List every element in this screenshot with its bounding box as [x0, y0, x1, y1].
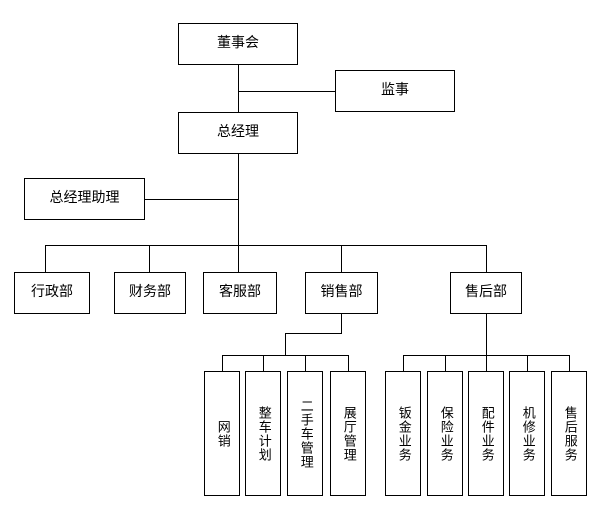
node-gm-assistant[interactable]: 总经理助理 [24, 178, 145, 220]
connector-gm-stem [238, 154, 239, 245]
connector-drop-insurance [445, 355, 446, 371]
node-showroom-management[interactable]: 展厅管理 [330, 371, 366, 496]
node-customer-service-department[interactable]: 客服部 [203, 272, 277, 314]
connector-aftersales-stem [486, 314, 487, 355]
connector-drop-bodywork [403, 355, 404, 371]
node-gm-assistant-label: 总经理助理 [49, 190, 120, 207]
connector-departments-bus [45, 245, 487, 246]
node-supervisor[interactable]: 监事 [335, 70, 455, 112]
connector-gm-to-assistant [145, 199, 238, 200]
node-mechanical-business-label: 机修业务 [519, 405, 535, 462]
node-insurance-business-label: 保险业务 [437, 405, 453, 462]
node-bodywork-business[interactable]: 钣金业务 [385, 371, 421, 496]
node-insurance-business[interactable]: 保险业务 [427, 371, 463, 496]
node-finance-department[interactable]: 财务部 [114, 272, 186, 314]
connector-drop-online-sales [222, 355, 223, 371]
node-used-car-management[interactable]: 二手车管理 [287, 371, 323, 496]
node-supervisor-label: 监事 [381, 82, 409, 99]
connector-sales-bus [222, 355, 348, 356]
node-used-car-management-label: 二手车管理 [297, 398, 313, 469]
connector-sales-stem-upper [341, 314, 342, 333]
connector-drop-admin [45, 245, 46, 272]
node-after-service-label: 售后服务 [561, 405, 577, 462]
node-vehicle-plan[interactable]: 整车计划 [245, 371, 281, 496]
node-finance-department-label: 财务部 [129, 284, 171, 301]
node-bodywork-business-label: 钣金业务 [395, 405, 411, 462]
node-vehicle-plan-label: 整车计划 [255, 405, 271, 462]
connector-board-stem [238, 65, 239, 112]
node-general-manager-label: 总经理 [217, 124, 259, 141]
connector-drop-parts [486, 355, 487, 371]
connector-drop-sales [341, 245, 342, 272]
node-aftersales-department-label: 售后部 [465, 284, 507, 301]
connector-drop-mechanical [527, 355, 528, 371]
node-board-label: 董事会 [217, 35, 259, 52]
node-showroom-management-label: 展厅管理 [340, 405, 356, 462]
connector-drop-used-car [305, 355, 306, 371]
node-mechanical-business[interactable]: 机修业务 [509, 371, 545, 496]
node-customer-service-department-label: 客服部 [219, 284, 261, 301]
node-online-sales[interactable]: 网销 [204, 371, 240, 496]
node-online-sales-label: 网销 [214, 419, 230, 448]
connector-drop-customer-service [238, 245, 239, 272]
connector-sales-stem-lower [285, 333, 286, 355]
node-parts-business[interactable]: 配件业务 [468, 371, 504, 496]
connector-drop-showroom [348, 355, 349, 371]
connector-drop-vehicle-plan [263, 355, 264, 371]
node-admin-department[interactable]: 行政部 [14, 272, 90, 314]
node-general-manager[interactable]: 总经理 [178, 112, 298, 154]
node-aftersales-department[interactable]: 售后部 [450, 272, 522, 314]
connector-sales-stem-jog [285, 333, 342, 334]
node-after-service[interactable]: 售后服务 [551, 371, 587, 496]
node-sales-department-label: 销售部 [320, 284, 363, 301]
connector-drop-after-service [569, 355, 570, 371]
node-board[interactable]: 董事会 [178, 23, 298, 65]
connector-drop-finance [149, 245, 150, 272]
node-parts-business-label: 配件业务 [478, 405, 494, 462]
connector-drop-aftersales [486, 245, 487, 272]
connector-board-to-supervisor [238, 91, 335, 92]
node-admin-department-label: 行政部 [31, 284, 73, 301]
node-sales-department[interactable]: 销售部 [305, 272, 378, 314]
